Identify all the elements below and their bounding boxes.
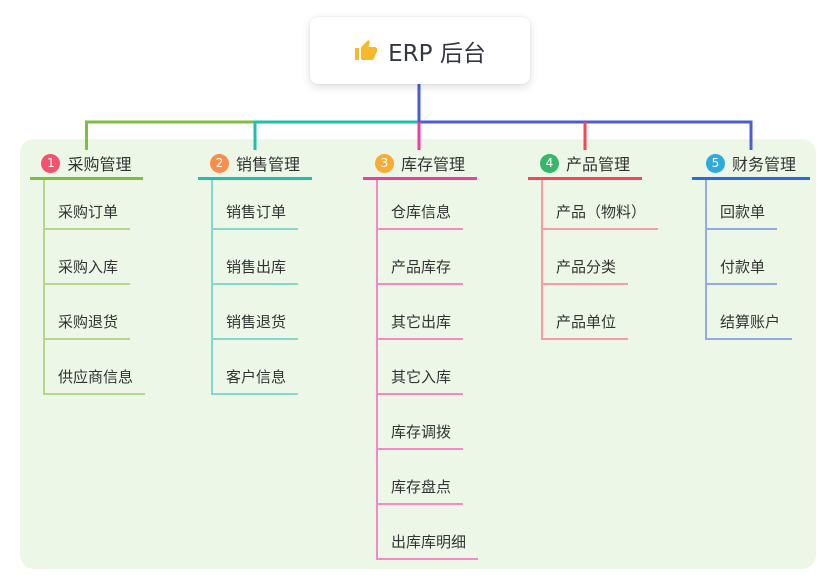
- child-node[interactable]: 其它出库: [376, 310, 464, 340]
- child-connector-line: [376, 180, 378, 560]
- child-node[interactable]: 仓库信息: [376, 200, 464, 230]
- child-node[interactable]: 采购退货: [43, 310, 131, 340]
- child-node[interactable]: 产品（物料）: [541, 200, 659, 230]
- child-node[interactable]: 产品库存: [376, 255, 464, 285]
- child-node[interactable]: 采购入库: [43, 255, 131, 285]
- branch-badge: 1: [41, 153, 61, 173]
- child-node[interactable]: 结算账户: [705, 310, 793, 340]
- thumbs-up-icon: [354, 39, 378, 63]
- branch-badge: 2: [209, 153, 229, 173]
- child-node[interactable]: 出库库明细: [376, 530, 479, 560]
- branch-node-4[interactable]: 4 产品管理: [528, 149, 642, 180]
- branch-node-5[interactable]: 5 财务管理: [692, 149, 810, 180]
- branches-panel: [20, 139, 816, 569]
- child-node[interactable]: 销售退货: [211, 310, 299, 340]
- child-node[interactable]: 其它入库: [376, 365, 464, 395]
- root-node[interactable]: ERP 后台: [310, 17, 530, 84]
- child-connector-line: [705, 180, 707, 340]
- root-title: ERP 后台: [388, 40, 486, 67]
- child-connector-line: [43, 180, 45, 395]
- child-node[interactable]: 销售订单: [211, 200, 299, 230]
- child-node[interactable]: 客户信息: [211, 365, 299, 395]
- branch-title-label: 产品管理: [565, 155, 630, 174]
- child-node[interactable]: 销售出库: [211, 255, 299, 285]
- branch-title-label: 财务管理: [731, 155, 796, 174]
- child-node[interactable]: 回款单: [705, 200, 778, 230]
- branch-node-3[interactable]: 3 库存管理: [363, 149, 477, 180]
- child-node[interactable]: 付款单: [705, 255, 778, 285]
- child-node[interactable]: 库存调拨: [376, 420, 464, 450]
- branch-badge: 4: [539, 153, 559, 173]
- branch-badge: 3: [374, 153, 394, 173]
- branch-node-1[interactable]: 1 采购管理: [30, 149, 143, 180]
- child-node[interactable]: 库存盘点: [376, 475, 464, 505]
- child-connector-line: [541, 180, 543, 340]
- child-node[interactable]: 供应商信息: [43, 365, 146, 395]
- child-node[interactable]: 采购订单: [43, 200, 131, 230]
- branch-title-label: 销售管理: [235, 155, 300, 174]
- branch-badge: 5: [705, 153, 725, 173]
- child-node[interactable]: 产品分类: [541, 255, 629, 285]
- branch-title-label: 采购管理: [67, 155, 132, 174]
- branch-node-2[interactable]: 2 销售管理: [198, 149, 312, 180]
- child-connector-line: [211, 180, 213, 395]
- child-node[interactable]: 产品单位: [541, 310, 629, 340]
- branch-title-label: 库存管理: [400, 155, 465, 174]
